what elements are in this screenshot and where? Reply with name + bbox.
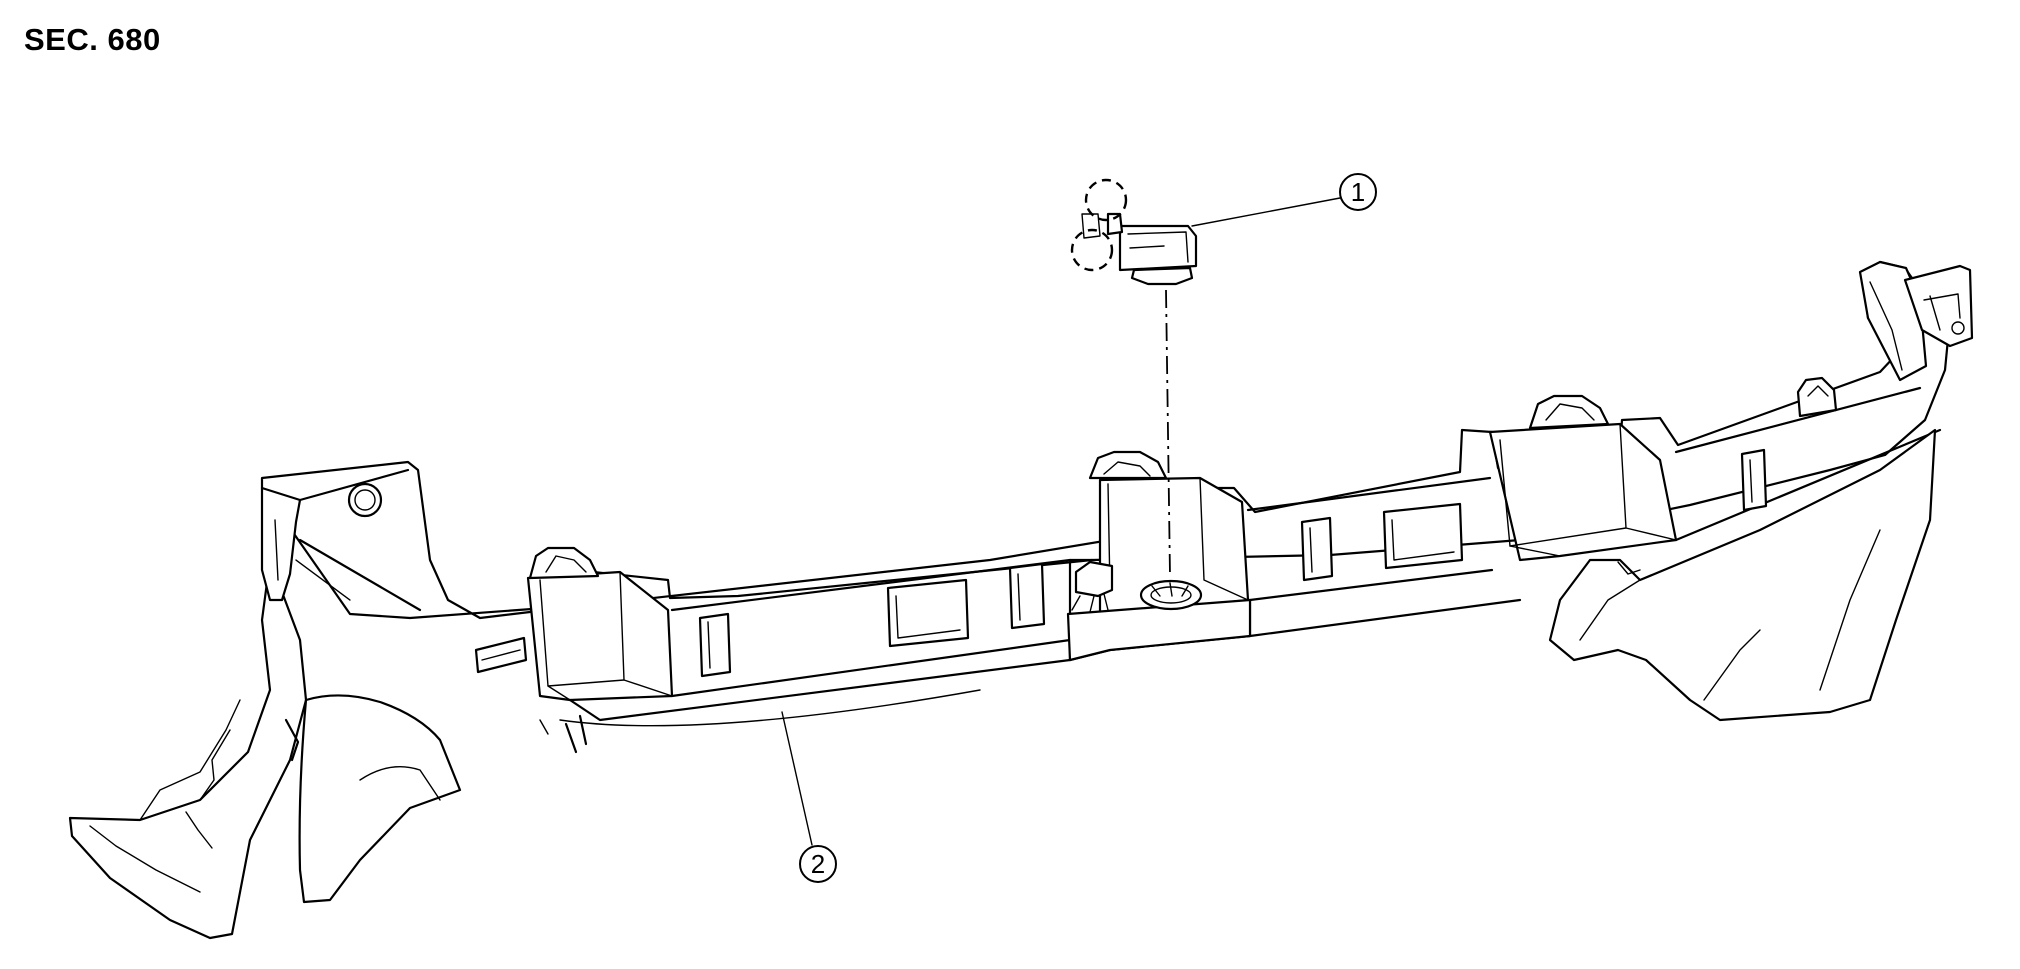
clip-indicator-upper [1084, 178, 1128, 222]
callout-1-circle [1339, 173, 1377, 211]
callout-2: 2 [781, 711, 837, 883]
callout-1: 1 [1191, 173, 1377, 227]
callout-1-label: 1 [1351, 177, 1365, 207]
lower-instrument-panel [68, 260, 1974, 940]
sensor-component [1070, 178, 1198, 286]
section-title: SEC. 680 [24, 22, 161, 57]
clip-indicator-lower [1070, 228, 1114, 272]
install-axis-line [1165, 289, 1171, 577]
callout-2-label: 2 [811, 849, 825, 879]
callout-2-circle [799, 845, 837, 883]
